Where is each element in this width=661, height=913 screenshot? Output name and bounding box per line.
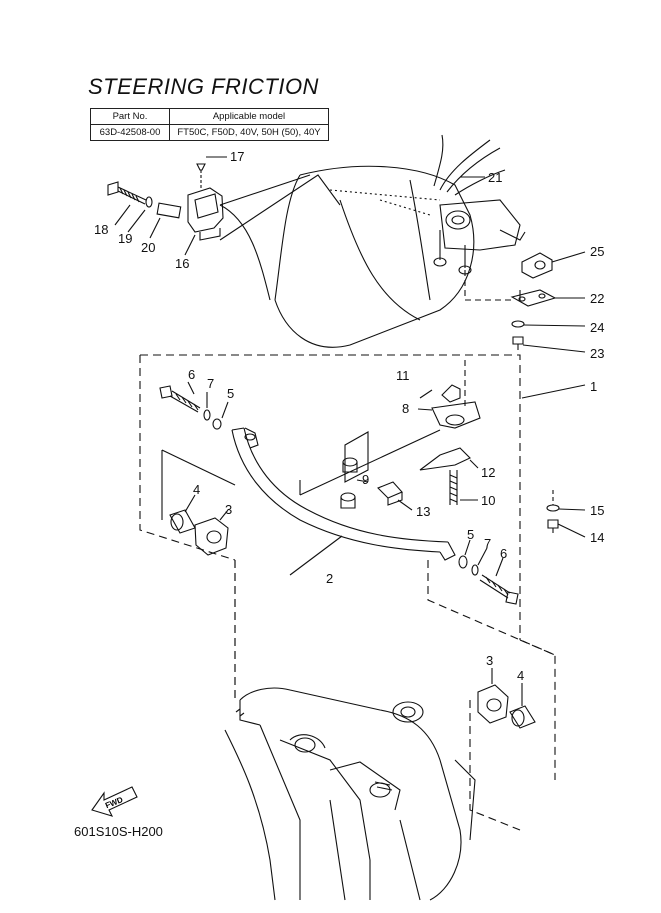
parts-5-6-7-left-drawing xyxy=(159,381,229,430)
part-23-drawing xyxy=(512,336,586,353)
drawing-code: 601S10S-H200 xyxy=(74,824,163,839)
parts-14-15-drawing xyxy=(546,490,586,538)
callout-9: 9 xyxy=(362,472,369,487)
callout-23: 23 xyxy=(590,346,604,361)
callout-7: 7 xyxy=(484,536,491,551)
parts-8-11-12-drawing xyxy=(299,360,481,505)
part-13-drawing xyxy=(377,481,413,511)
callout-21: 21 xyxy=(488,170,502,185)
swivel-bracket-drawing xyxy=(224,687,476,901)
part-22-drawing xyxy=(510,289,585,307)
callout-16: 16 xyxy=(175,256,189,271)
table-header-row: Part No. Applicable model xyxy=(90,108,329,125)
part-number-table: Part No. Applicable model 63D-42508-00 F… xyxy=(90,108,329,141)
table-row: 63D-42508-00 FT50C, F50D, 40V, 50H (50),… xyxy=(90,124,329,141)
table-cell-models: FT50C, F50D, 40V, 50H (50), 40Y xyxy=(169,124,329,141)
parts-16-20-drawing xyxy=(107,156,341,256)
callout-10: 10 xyxy=(481,493,495,508)
callout-11: 11 xyxy=(396,368,410,383)
steering-bracket-drawing xyxy=(219,134,526,348)
callout-4: 4 xyxy=(193,482,200,497)
callout-22: 22 xyxy=(590,291,604,306)
callout-4: 4 xyxy=(517,668,524,683)
fwd-arrow-icon xyxy=(91,786,138,817)
callout-13: 13 xyxy=(416,504,430,519)
callout-6: 6 xyxy=(500,546,507,561)
callout-20: 20 xyxy=(141,240,155,255)
callout-12: 12 xyxy=(481,465,495,480)
callout-1: 1 xyxy=(590,379,597,394)
part-9-drawing xyxy=(340,431,369,509)
callout-19: 19 xyxy=(118,231,132,246)
callout-7: 7 xyxy=(207,376,214,391)
callout-5: 5 xyxy=(227,386,234,401)
callout-6: 6 xyxy=(188,367,195,382)
parts-3-4-left-drawing xyxy=(161,449,236,556)
callout-14: 14 xyxy=(590,530,604,545)
parts-3-4-right-drawing xyxy=(477,668,536,729)
parts-5-6-7-right-drawing xyxy=(458,539,519,605)
callout-17: 17 xyxy=(230,149,244,164)
part-24-drawing xyxy=(511,320,525,328)
callout-25: 25 xyxy=(590,244,604,259)
part-25-drawing xyxy=(521,251,586,279)
callout-2: 2 xyxy=(326,571,333,586)
callout-3: 3 xyxy=(486,653,493,668)
page-title: STEERING FRICTION xyxy=(88,74,319,99)
callout-8: 8 xyxy=(402,401,409,416)
callout-3: 3 xyxy=(225,502,232,517)
callout-5: 5 xyxy=(467,527,474,542)
callout-18: 18 xyxy=(94,222,108,237)
part-2-friction-plate-drawing xyxy=(231,427,456,576)
callout-15: 15 xyxy=(590,503,604,518)
callout-24: 24 xyxy=(590,320,604,335)
